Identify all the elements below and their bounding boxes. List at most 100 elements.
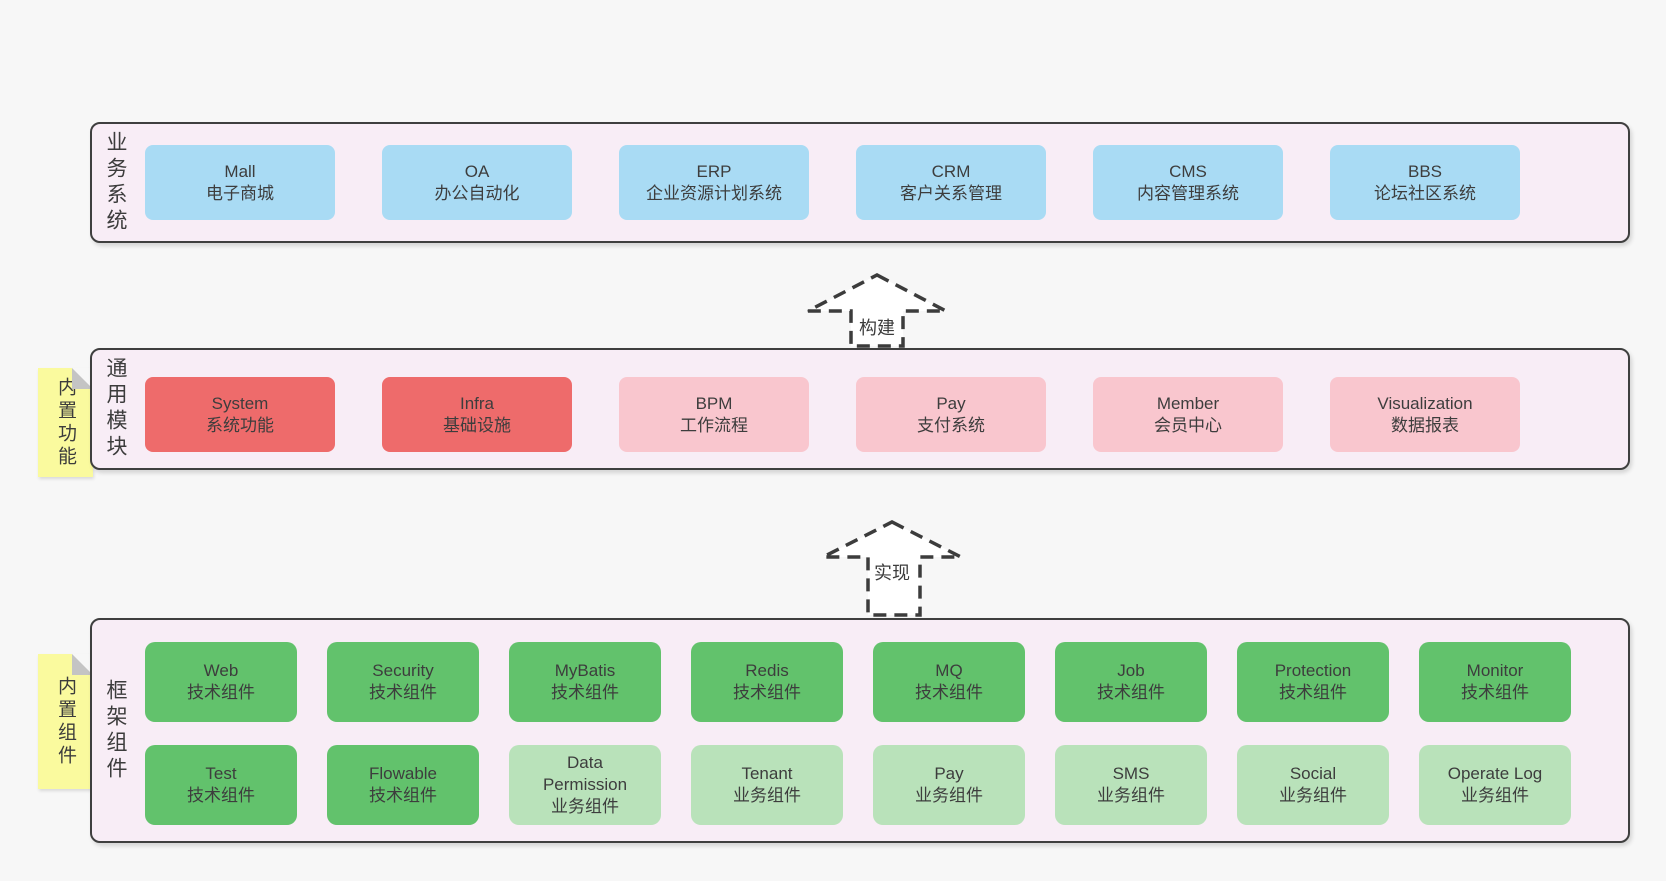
box-subtitle: 技术组件 [369, 683, 437, 702]
box-title: Infra [459, 393, 495, 413]
box-subtitle: 基础设施 [443, 415, 511, 435]
arrow-build-shape [807, 273, 947, 348]
arrow-implement-label: 实现 [871, 559, 913, 585]
box-test: Test 技术组件 [145, 745, 297, 825]
box-subtitle: 客户关系管理 [900, 183, 1002, 203]
sticky-note-text: 内置功能 [55, 376, 76, 469]
box-mall: Mall 电子商城 [145, 145, 335, 220]
layer-framework-components: 框架组件 Web 技术组件 Security 技术组件 MyBatis 技术组件… [90, 618, 1630, 843]
box-redis: Redis 技术组件 [691, 642, 843, 722]
box-subtitle: 业务组件 [1461, 786, 1529, 805]
box-member: Member 会员中心 [1093, 377, 1283, 452]
box-title: Web [203, 661, 239, 680]
sticky-note-built-in-functions: 内置功能 [38, 368, 93, 477]
box-subtitle: 会员中心 [1154, 415, 1222, 435]
layer-components-label-text: 框架组件 [104, 678, 127, 783]
box-subtitle: 电子商城 [206, 183, 274, 203]
box-title: Visualization [1377, 393, 1473, 413]
box-subtitle: 技术组件 [369, 786, 437, 805]
business-boxes-row: Mall 电子商城 OA 办公自动化 ERP 企业资源计划系统 CRM 客户关系… [145, 145, 1520, 220]
box-visualization: Visualization 数据报表 [1330, 377, 1520, 452]
box-subtitle: 技术组件 [733, 683, 801, 702]
layer-business-systems: 业务系统 Mall 电子商城 OA 办公自动化 ERP 企业资源计划系统 CRM… [90, 122, 1630, 243]
modules-boxes-row: System 系统功能 Infra 基础设施 BPM 工作流程 Pay 支付系统… [145, 377, 1520, 452]
arrow-build: 构建 [805, 272, 949, 348]
box-title: Pay [936, 393, 966, 413]
box-oa: OA 办公自动化 [382, 145, 572, 220]
box-erp: ERP 企业资源计划系统 [619, 145, 809, 220]
box-subtitle: 论坛社区系统 [1374, 183, 1476, 203]
box-crm: CRM 客户关系管理 [856, 145, 1046, 220]
box-infra: Infra 基础设施 [382, 377, 572, 452]
box-subtitle: 技术组件 [1279, 683, 1347, 702]
box-title: Job [1117, 661, 1145, 680]
box-title: BPM [695, 393, 733, 413]
box-mq: MQ 技术组件 [873, 642, 1025, 722]
box-title: Tenant [741, 764, 793, 783]
box-flowable: Flowable 技术组件 [327, 745, 479, 825]
box-subtitle: 系统功能 [206, 415, 274, 435]
arrow-implement: 实现 [820, 519, 964, 617]
box-mybatis: MyBatis 技术组件 [509, 642, 661, 722]
sticky-note-built-in-components: 内置组件 [38, 654, 93, 789]
box-title: Pay [934, 764, 964, 783]
box-subtitle: 业务组件 [1097, 786, 1165, 805]
box-subtitle: 技术组件 [915, 683, 983, 702]
box-subtitle: 技术组件 [1097, 683, 1165, 702]
box-title: CRM [931, 161, 971, 181]
box-title: SMS [1112, 764, 1150, 783]
box-title: Monitor [1466, 661, 1524, 680]
box-title: Member [1156, 393, 1220, 413]
box-protection: Protection 技术组件 [1237, 642, 1389, 722]
box-web: Web 技术组件 [145, 642, 297, 722]
box-title: OA [464, 161, 490, 181]
box-title: MQ [935, 661, 963, 680]
box-subtitle: 支付系统 [917, 415, 985, 435]
layer-business-label: 业务系统 [104, 124, 127, 241]
box-cms: CMS 内容管理系统 [1093, 145, 1283, 220]
box-title: Operate Log [1447, 764, 1543, 783]
box-tenant: Tenant 业务组件 [691, 745, 843, 825]
box-title: Test [205, 764, 237, 783]
box-title: ERP [696, 161, 732, 181]
box-subtitle: 技术组件 [551, 683, 619, 702]
box-title: CMS [1169, 161, 1207, 181]
layer-modules-label-text: 通用模块 [104, 357, 127, 461]
box-title: Security [372, 661, 434, 680]
components-row-2: Test 技术组件 Flowable 技术组件 Data Permission … [145, 745, 1571, 825]
box-operate-log: Operate Log 业务组件 [1419, 745, 1571, 825]
box-subtitle: 数据报表 [1391, 415, 1459, 435]
box-subtitle: 技术组件 [1461, 683, 1529, 702]
box-subtitle: 业务组件 [551, 797, 619, 816]
box-title: Flowable [368, 764, 438, 783]
box-title: Mall [224, 161, 256, 181]
layer-common-modules: 通用模块 System 系统功能 Infra 基础设施 BPM 工作流程 Pay… [90, 348, 1630, 470]
box-title: System [211, 393, 269, 413]
arrow-build-label: 构建 [856, 314, 898, 340]
box-bbs: BBS 论坛社区系统 [1330, 145, 1520, 220]
box-subtitle: 技术组件 [187, 786, 255, 805]
box-social: Social 业务组件 [1237, 745, 1389, 825]
box-title: Data Permission [542, 753, 628, 794]
box-job: Job 技术组件 [1055, 642, 1207, 722]
box-data-permission: Data Permission 业务组件 [509, 745, 661, 825]
box-subtitle: 内容管理系统 [1137, 183, 1239, 203]
box-subtitle: 企业资源计划系统 [646, 183, 782, 203]
layer-components-label: 框架组件 [104, 620, 127, 841]
box-security: Security 技术组件 [327, 642, 479, 722]
box-pay-component: Pay 业务组件 [873, 745, 1025, 825]
box-monitor: Monitor 技术组件 [1419, 642, 1571, 722]
box-pay-module: Pay 支付系统 [856, 377, 1046, 452]
box-subtitle: 业务组件 [915, 786, 983, 805]
layer-business-label-text: 业务系统 [104, 130, 127, 235]
layer-modules-label: 通用模块 [104, 350, 127, 468]
box-bpm: BPM 工作流程 [619, 377, 809, 452]
box-system: System 系统功能 [145, 377, 335, 452]
box-title: BBS [1407, 161, 1443, 181]
box-subtitle: 办公自动化 [434, 183, 520, 203]
sticky-note-text: 内置组件 [55, 675, 76, 768]
box-subtitle: 业务组件 [733, 786, 801, 805]
box-subtitle: 业务组件 [1279, 786, 1347, 805]
box-subtitle: 工作流程 [680, 415, 748, 435]
